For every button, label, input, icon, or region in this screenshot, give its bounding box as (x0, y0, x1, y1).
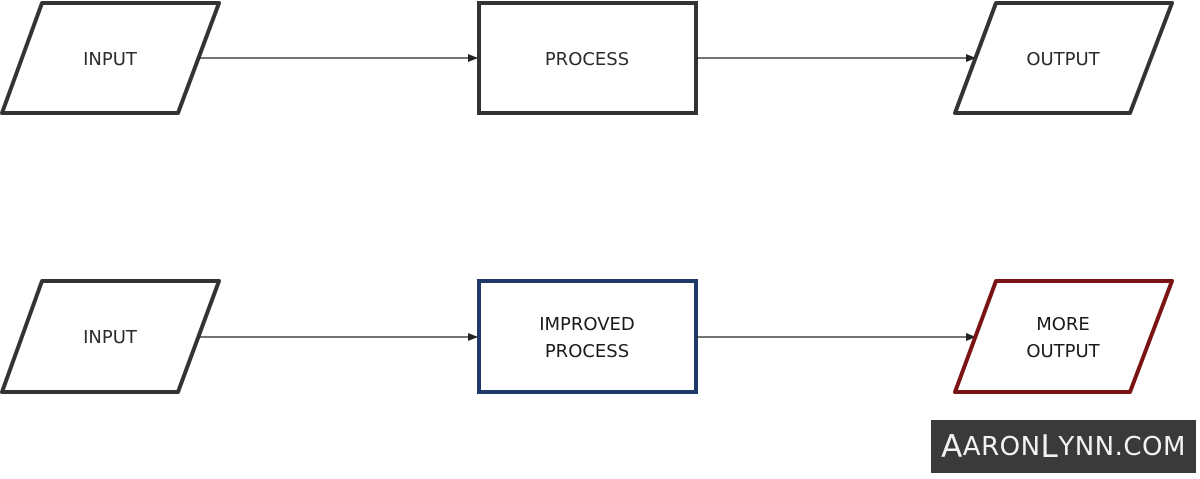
more-output-parallelogram (953, 279, 1174, 394)
watermark-letter-a: A (941, 428, 963, 465)
watermark-letter-l: L (1040, 428, 1059, 465)
input-parallelogram-row1 (0, 1, 221, 115)
process-box-row1 (477, 1, 698, 115)
improved-process-label-line1: IMPROVED (539, 314, 635, 335)
more-output-label-line2: OUTPUT (1026, 341, 1100, 362)
output-parallelogram-row1 (953, 1, 1174, 115)
watermark-ynn-com: YNN.COM (1058, 431, 1186, 462)
improved-process-label-line2: PROCESS (545, 341, 629, 362)
input-parallelogram-row2 (0, 279, 221, 394)
improved-process-box (477, 279, 698, 394)
input-label-row1: INPUT (83, 49, 138, 70)
more-output-label-line1: MORE (1036, 314, 1090, 335)
watermark-aron: ARON (962, 431, 1041, 462)
output-label-row1: OUTPUT (1026, 49, 1100, 70)
process-label-row1: PROCESS (545, 49, 629, 70)
input-label-row2: INPUT (83, 327, 138, 348)
